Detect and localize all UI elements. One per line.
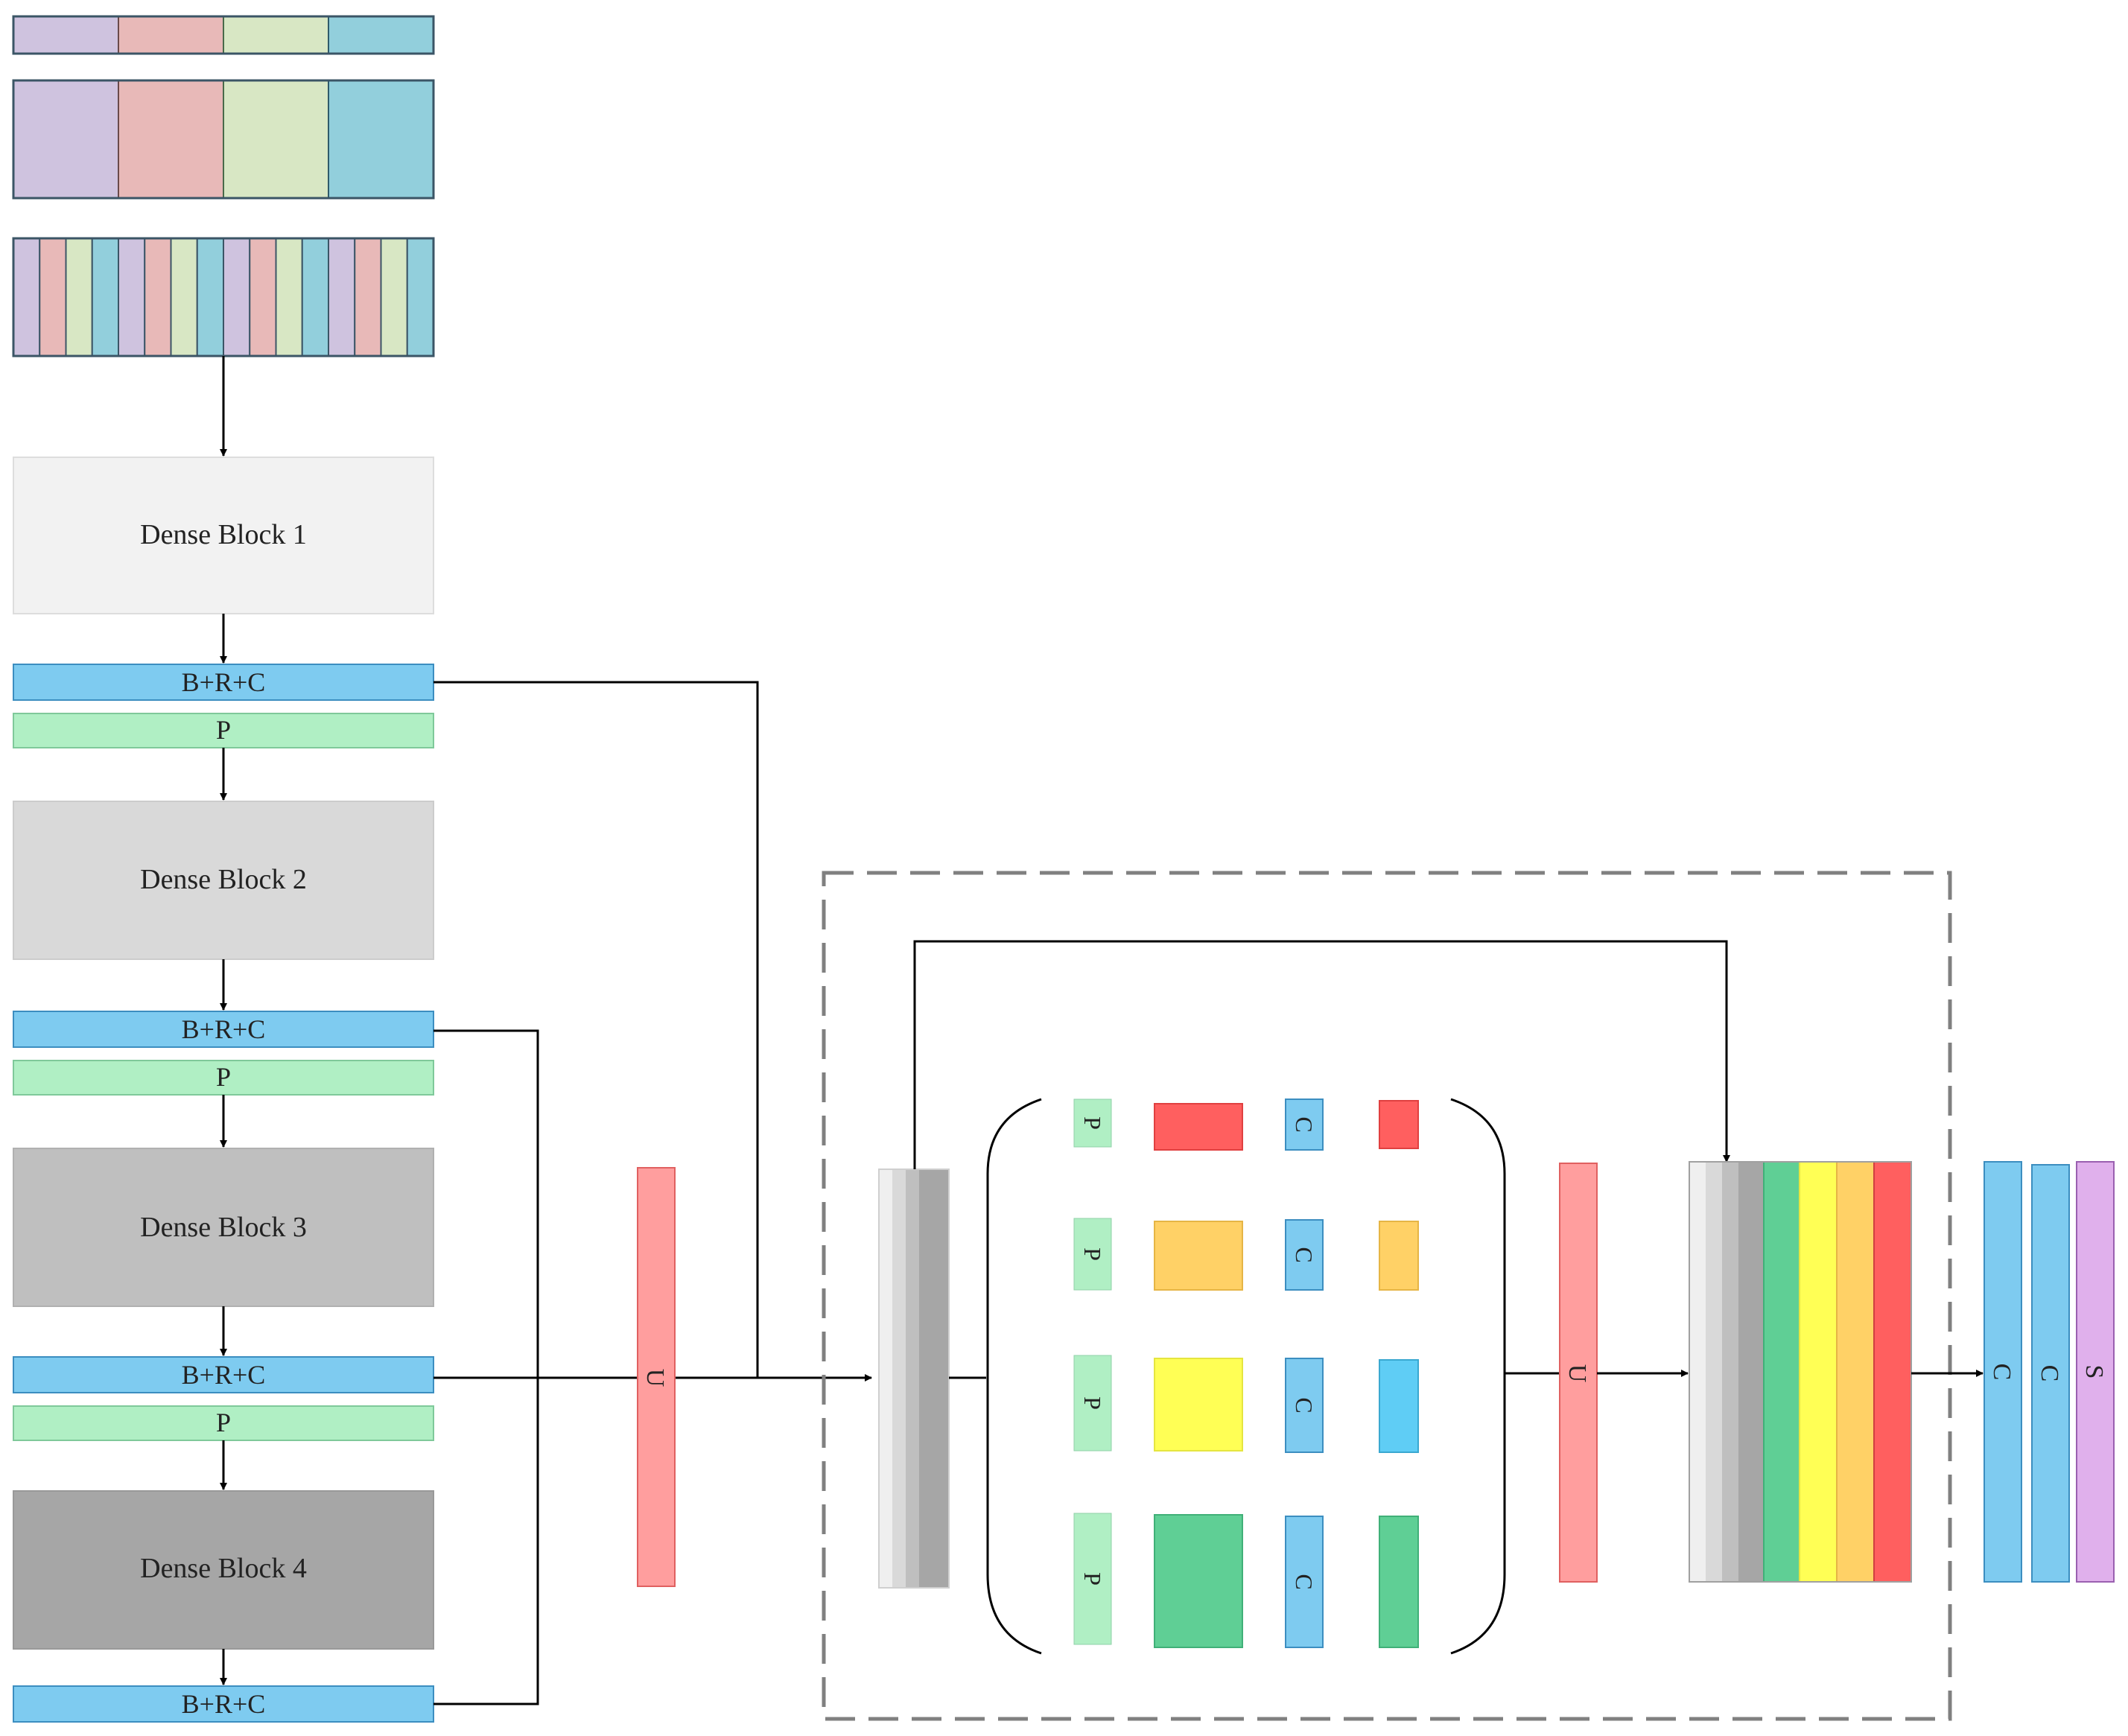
head-conv-2: C	[2031, 1164, 2070, 1583]
interleaved-strip	[223, 238, 251, 357]
interleaved-strip	[13, 238, 41, 357]
interleaved-strip	[354, 238, 382, 357]
transition-brc-2-label: B+R+C	[182, 1014, 266, 1044]
input-strip-red	[118, 16, 224, 54]
dense-block-1-label: Dense Block 1	[140, 519, 307, 550]
pool-1-label: P	[216, 715, 231, 745]
transition-brc-4-label: B+R+C	[182, 1689, 266, 1719]
pyramid-pool-label: P	[1079, 1247, 1106, 1261]
interleaved-strip	[196, 238, 224, 357]
left-bracket	[986, 1098, 1042, 1655]
dense-block-4-label: Dense Block 4	[140, 1553, 307, 1584]
pool-2: P	[13, 1060, 434, 1096]
transition-brc-2: B+R+C	[13, 1011, 434, 1048]
input-strip-teal	[328, 16, 434, 54]
head-conv-1: C	[1984, 1161, 2022, 1583]
pyramid-pool-label: P	[1079, 1116, 1106, 1130]
skip-from-brc-2	[433, 1029, 539, 1378]
skip-from-brc-1	[433, 681, 759, 1378]
dense-block-4: Dense Block 4	[13, 1490, 434, 1650]
pyramid-row-2: P C	[1073, 1218, 1419, 1291]
interleaved-strip	[170, 238, 198, 357]
upsample-block-right: U	[1559, 1163, 1598, 1583]
dense-block-2-label: Dense Block 2	[140, 864, 307, 895]
interleaved-strip	[39, 238, 67, 357]
pool-3: P	[13, 1405, 434, 1441]
skip-from-brc-4	[433, 1378, 539, 1705]
input-block-purple	[13, 80, 119, 199]
concat-feature-stack	[1689, 1161, 1912, 1583]
pool-2-label: P	[216, 1062, 231, 1092]
interleaved-strip	[91, 238, 119, 357]
pyramid-pool-label: P	[1079, 1572, 1106, 1586]
input-strip-purple	[13, 16, 119, 54]
pool-1: P	[13, 713, 434, 748]
right-bracket	[1450, 1098, 1506, 1655]
transition-brc-3: B+R+C	[13, 1356, 434, 1393]
interleaved-strip	[275, 238, 303, 357]
input-interleaved-strips	[12, 237, 435, 357]
feature-stack-input	[878, 1169, 950, 1589]
interleaved-strip	[301, 238, 329, 357]
pyramid-module-frame	[822, 871, 1952, 1721]
dense-block-3-label: Dense Block 3	[140, 1212, 307, 1243]
transition-brc-1: B+R+C	[13, 664, 434, 701]
pyramid-bypass-connection	[913, 940, 1730, 1169]
interleaved-strip	[118, 238, 146, 357]
interleaved-strip	[406, 238, 434, 357]
pyramid-row-4: P C	[1073, 1513, 1419, 1648]
dense-block-1: Dense Block 1	[13, 457, 434, 614]
pyramid-conv-label: C	[1291, 1116, 1318, 1132]
pyramid-conv-label: C	[1291, 1397, 1318, 1413]
transition-brc-4: B+R+C	[13, 1685, 434, 1723]
pyramid-row-3: P C	[1073, 1355, 1419, 1453]
head-softmax: S	[2076, 1161, 2115, 1583]
input-block-green	[223, 80, 329, 199]
pyramid-pool-label: P	[1079, 1396, 1106, 1410]
head-conv-2-label: C	[2036, 1365, 2063, 1382]
transition-brc-1-label: B+R+C	[182, 667, 266, 697]
head-conv-1-label: C	[1988, 1364, 2016, 1381]
interleaved-strip	[249, 238, 277, 357]
upsample-right-label: U	[1563, 1364, 1591, 1383]
pyramid-conv-label: C	[1291, 1247, 1318, 1262]
input-block-large	[12, 79, 435, 200]
interleaved-strip	[328, 238, 356, 357]
upsample-block-left: U	[637, 1167, 676, 1587]
upsample-left-label: U	[641, 1369, 669, 1387]
head-softmax-label: S	[2080, 1365, 2108, 1379]
pool-3-label: P	[216, 1408, 231, 1437]
interleaved-strip	[144, 238, 172, 357]
pyramid-row-1: P C	[1073, 1098, 1419, 1151]
interleaved-strip	[65, 238, 93, 357]
input-block-red	[118, 80, 224, 199]
input-strip-green	[223, 16, 329, 54]
input-block-teal	[328, 80, 434, 199]
dense-block-2: Dense Block 2	[13, 801, 434, 960]
dense-block-3: Dense Block 3	[13, 1148, 434, 1307]
interleaved-strip	[380, 238, 408, 357]
transition-brc-3-label: B+R+C	[182, 1360, 266, 1390]
pyramid-conv-label: C	[1291, 1574, 1318, 1589]
input-strip-top	[12, 15, 435, 55]
